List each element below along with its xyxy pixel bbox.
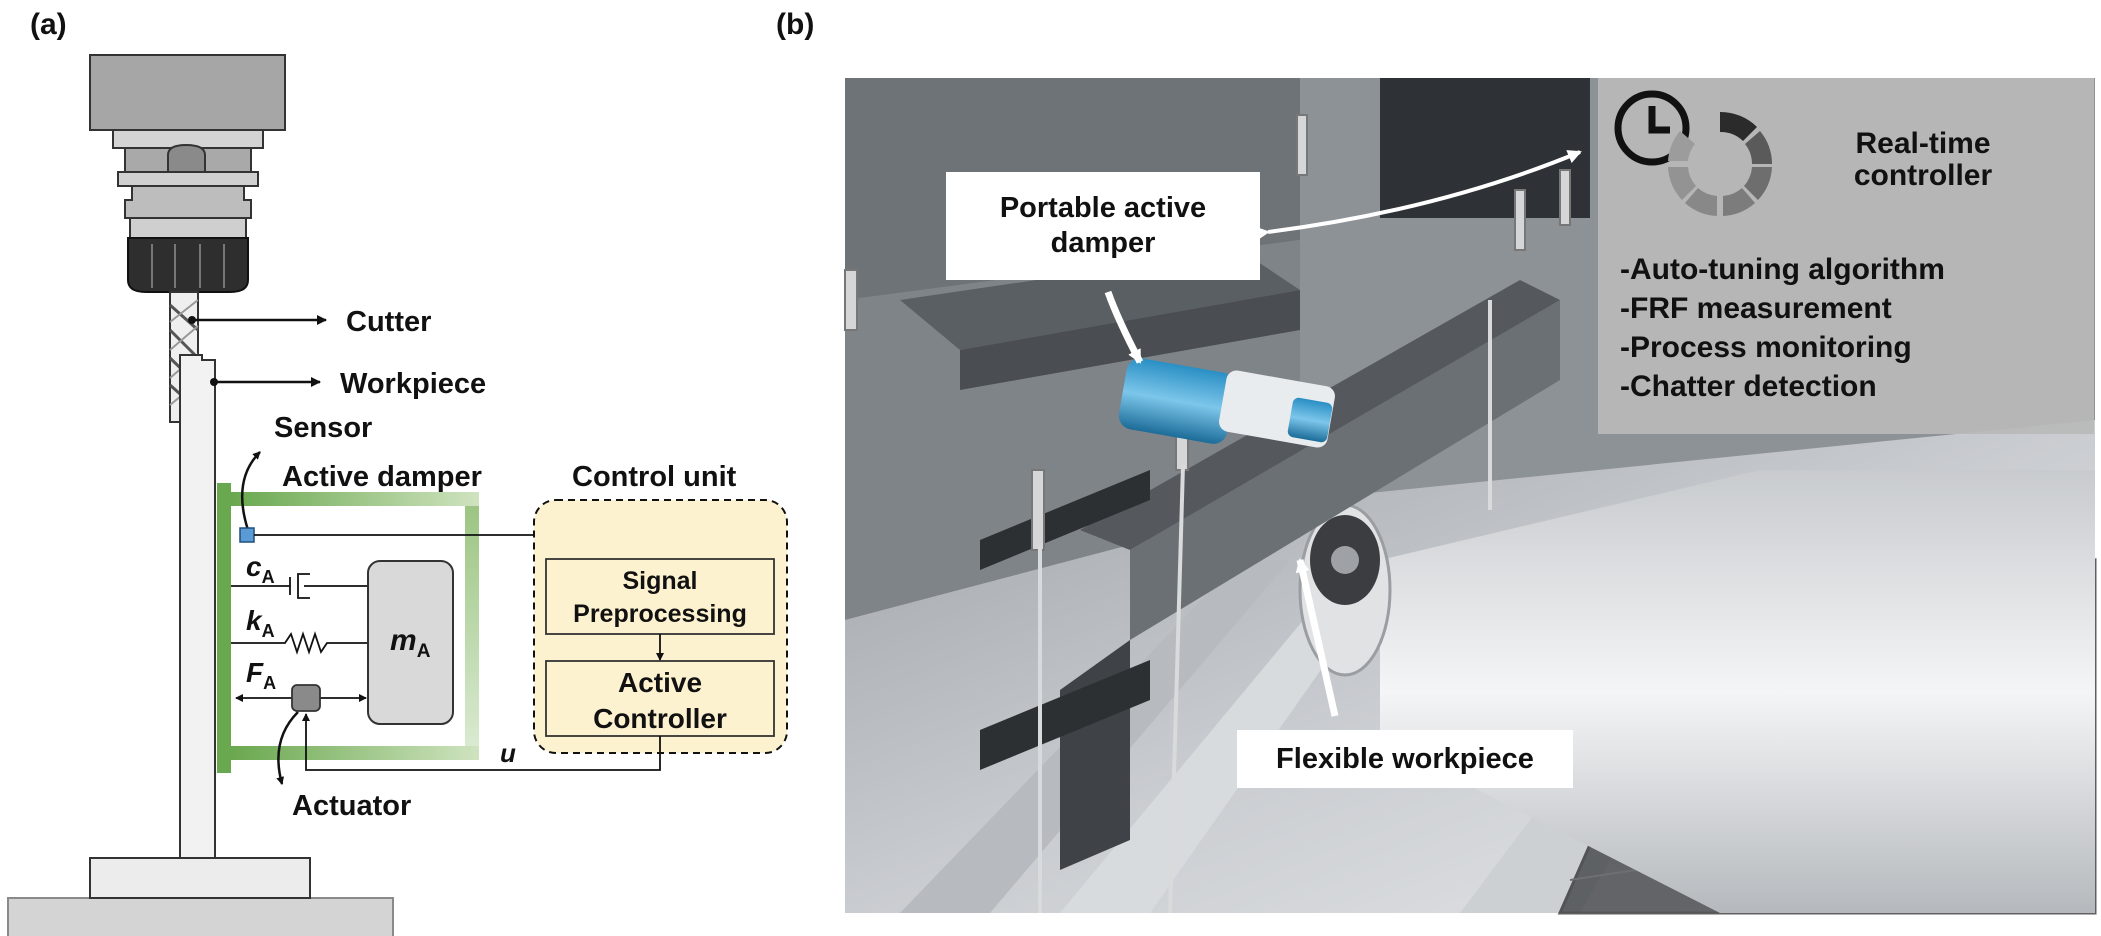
panel-label-b: (b)	[776, 8, 814, 41]
signal-preprocessing-box[interactable]	[545, 558, 775, 635]
cutter-label: Cutter	[346, 306, 431, 338]
signal-preprocessing-label-1: Signal	[622, 567, 697, 595]
actuator-label: Actuator	[292, 790, 411, 822]
realtime-controller-title: Real-time controller	[1853, 127, 1993, 193]
control-signal-line	[302, 713, 661, 771]
active-controller-box[interactable]	[545, 660, 775, 737]
sensor-block	[239, 527, 255, 543]
feature-item: -Process monitoring	[1620, 331, 1912, 364]
active-damper-frame	[217, 483, 479, 773]
flexible-workpiece-callout: Flexible workpiece	[1237, 730, 1573, 788]
workpiece-pointer-arrow	[1295, 558, 1339, 717]
feature-item: -Chatter detection	[1620, 370, 1877, 403]
damper-internals	[231, 560, 454, 725]
stiffness-symbol: kA	[246, 605, 275, 641]
damper-device	[1118, 358, 1335, 448]
feature-item: -Auto-tuning algorithm	[1620, 253, 1945, 286]
force-symbol: FA	[246, 657, 276, 693]
loading-ring-icon	[1668, 111, 1772, 216]
controller-feature-list: -Auto-tuning algorithm -FRF measurement …	[1620, 250, 1945, 406]
spindle	[89, 54, 286, 293]
control-unit-label: Control unit	[572, 461, 737, 493]
workpiece-label: Workpiece	[340, 368, 486, 400]
damping-symbol: cA	[246, 551, 275, 587]
workpiece-body	[7, 354, 394, 936]
actuator-block	[291, 684, 321, 712]
active-controller-label-1: Active	[618, 667, 702, 698]
mass-block	[367, 560, 454, 725]
mass-symbol: mA	[390, 624, 431, 662]
panel-label-a: (a)	[30, 8, 67, 41]
realtime-controller-panel: Real-time controller -Auto-tuning algori…	[1598, 78, 2094, 434]
damper-pointer-arrow	[1104, 290, 1144, 364]
active-damper-label: Active damper	[282, 461, 482, 493]
controller-link-arrow	[1255, 150, 1582, 241]
sensor-label: Sensor	[274, 412, 372, 444]
feature-item: -FRF measurement	[1620, 292, 1892, 325]
active-controller-label-2: Controller	[593, 703, 727, 734]
control-signal-label: u	[500, 738, 516, 768]
signal-preprocessing-label-2: Preprocessing	[573, 600, 747, 628]
clock-icon	[1614, 90, 1772, 216]
portable-active-damper-callout: Portable active damper	[946, 172, 1260, 280]
